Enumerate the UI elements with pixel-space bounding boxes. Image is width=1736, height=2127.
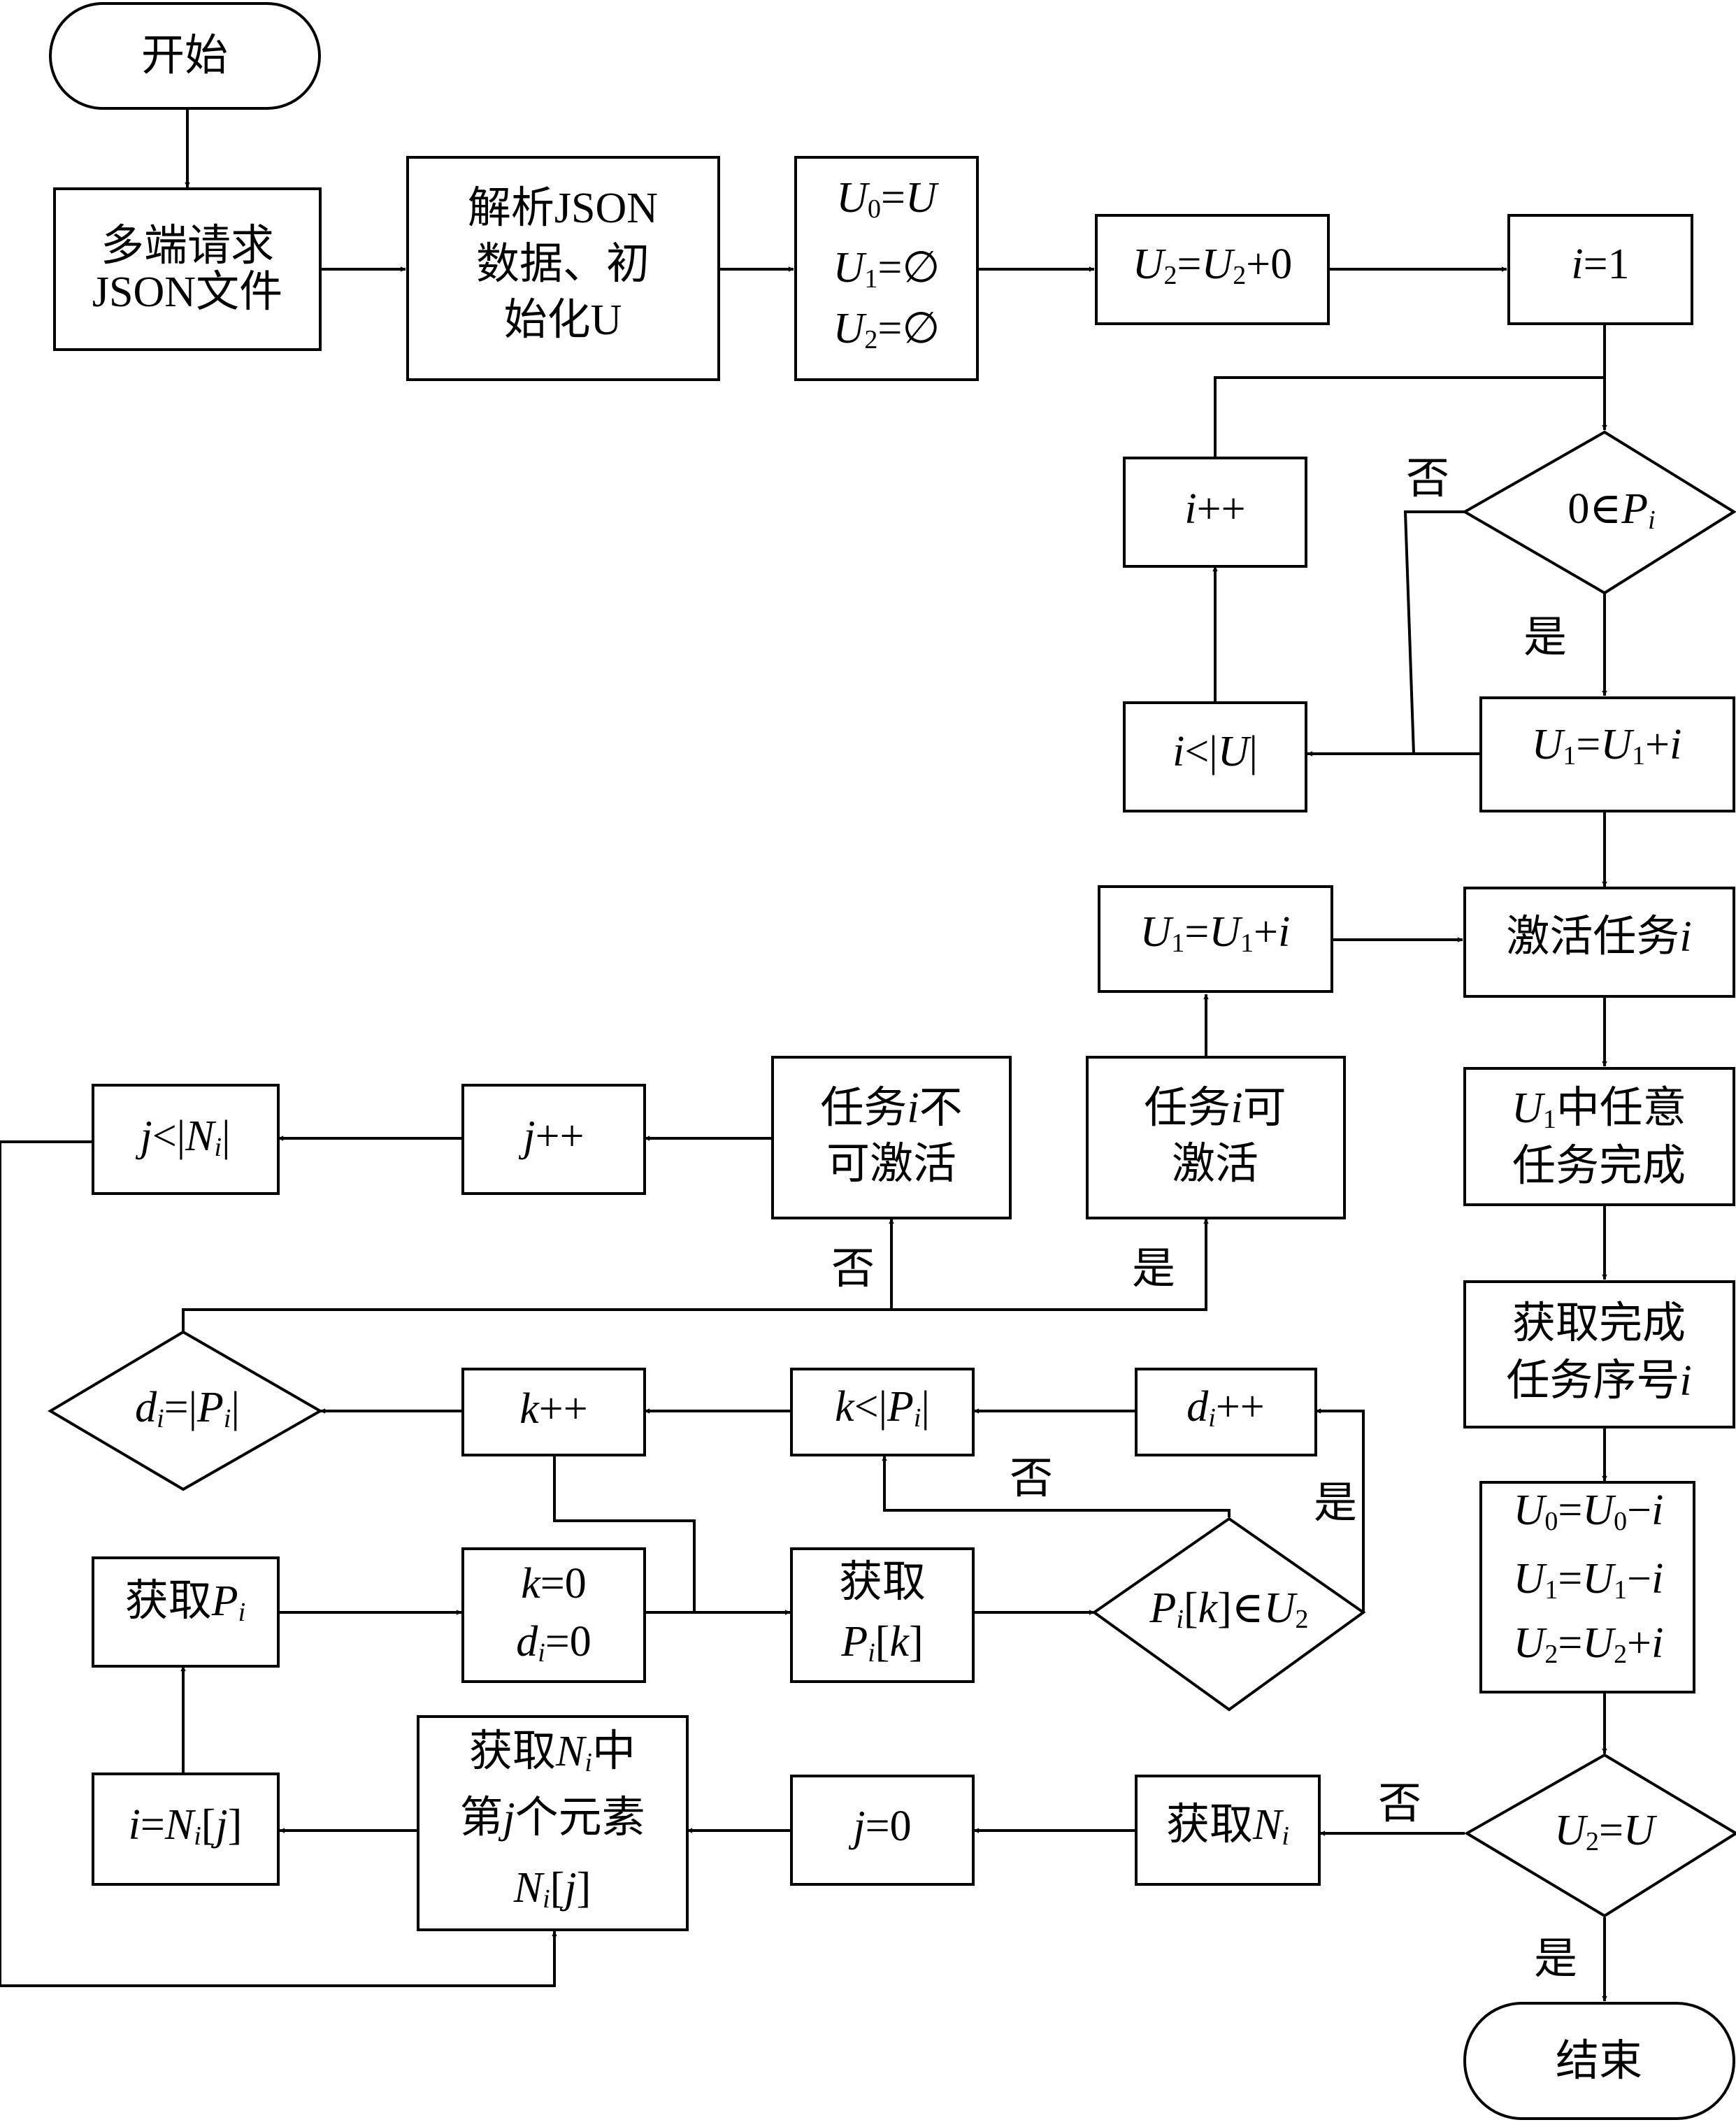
- check-u2-label: U2=U: [1554, 1807, 1658, 1856]
- any-done-line-1: U1中任意: [1512, 1084, 1686, 1134]
- end-node: 结束: [1463, 2002, 1735, 2120]
- check-p-no-label: 否: [1406, 455, 1449, 503]
- check-p-yes-label: 是: [1523, 614, 1567, 661]
- u1-add-mid-label: U1=U1+i: [1140, 908, 1291, 958]
- i-eq-nij-label: i=Ni[j]: [129, 1801, 243, 1851]
- get-nij-node: 获取Ni中 第j个元素 Ni[j]: [417, 1715, 689, 1931]
- i-less-u-label: i<|U|: [1172, 728, 1258, 775]
- get-pik-line-1: 获取: [839, 1559, 926, 1606]
- end-label: 结束: [1556, 2038, 1642, 2085]
- j-less-n-label: j<|Ni|: [136, 1112, 231, 1162]
- activate-node: 激活任务i: [1463, 887, 1735, 998]
- check-u2-no-label: 否: [1378, 1780, 1421, 1828]
- edge-checkpik-yes: [1315, 1408, 1365, 1612]
- check-pik-yes-label: 是: [1314, 1480, 1357, 1527]
- get-done-line-2: 任务序号i: [1506, 1357, 1691, 1405]
- cannot-activate-line-1: 任务i不: [820, 1084, 962, 1132]
- j-inc-node: j++: [461, 1084, 646, 1195]
- edge-checkpik-no: [882, 1455, 1231, 1517]
- edge-jlessn-loop: [0, 1140, 557, 1987]
- u1-add-mid-node: U1=U1+i: [1098, 885, 1333, 993]
- request-node: 多端请求 JSON文件: [53, 187, 322, 351]
- get-nij-line-2: 第j个元素: [459, 1794, 645, 1842]
- u2-init-node: U2=U2+0: [1095, 214, 1330, 325]
- init-sets-line-2: U1=∅: [833, 244, 940, 294]
- k-less-p-node: k<|Pi|: [790, 1368, 975, 1456]
- request-line-2: JSON文件: [92, 268, 282, 316]
- get-pik-line-2: Pi[k]: [840, 1618, 923, 1668]
- k-inc-label: k++: [519, 1385, 587, 1433]
- activate-label: 激活任务i: [1506, 913, 1691, 961]
- j-zero-label: j=0: [848, 1803, 911, 1850]
- k-less-p-label: k<|Pi|: [835, 1383, 930, 1433]
- request-line-1: 多端请求: [101, 222, 274, 270]
- check-d-yes-label: 是: [1132, 1245, 1175, 1293]
- i-init-label: i=1: [1571, 241, 1629, 288]
- start-label: 开始: [141, 32, 228, 80]
- init-sets-line-3: U2=∅: [833, 305, 940, 354]
- nodes: 开始 多端请求 JSON文件 解析JSON 数据、初 始化U U0=U U1=∅…: [48, 2, 1736, 2120]
- get-nij-line-1: 获取Ni中: [469, 1728, 636, 1777]
- i-init-node: i=1: [1507, 214, 1693, 325]
- i-inc-node: i++: [1123, 457, 1307, 568]
- get-ni-label: 获取Ni: [1166, 1801, 1289, 1851]
- k-inc-node: k++: [461, 1368, 646, 1456]
- get-pi-label: 获取Pi: [125, 1577, 245, 1627]
- get-nij-line-3: Ni[j]: [513, 1864, 591, 1914]
- j-less-n-node: j<|Ni|: [92, 1084, 280, 1195]
- check-pik-label: Pi[k]∈U2: [1149, 1584, 1309, 1634]
- check-d-no-label: 否: [831, 1245, 875, 1293]
- edge-iinc-loop: [1214, 376, 1605, 457]
- update-sets-line-2: U1=U1−i: [1514, 1555, 1664, 1605]
- start-node: 开始: [49, 2, 321, 110]
- d-inc-label: di++: [1186, 1383, 1265, 1433]
- update-sets-line-3: U2=U2+i: [1514, 1619, 1664, 1669]
- edge-kinc-getpik: [553, 1456, 696, 1612]
- can-activate-line-2: 激活: [1172, 1140, 1258, 1188]
- edges: [0, 108, 1607, 2002]
- parse-line-3: 始化U: [504, 296, 622, 344]
- get-pi-node: 获取Pi: [92, 1556, 280, 1668]
- edge-checkd-branch: [182, 1218, 1209, 1332]
- check-u2-diamond: U2=U: [1464, 1753, 1736, 1918]
- get-pik-node: 获取 Pi[k]: [790, 1547, 975, 1683]
- u1-add-top-label: U1=U1+i: [1532, 721, 1682, 771]
- u2-init-label: U2=U2+0: [1133, 241, 1293, 290]
- i-eq-nij-node: i=Ni[j]: [92, 1772, 280, 1886]
- parse-line-2: 数据、初: [476, 241, 650, 288]
- any-done-line-2: 任务完成: [1512, 1143, 1686, 1190]
- get-ni-node: 获取Ni: [1135, 1775, 1321, 1886]
- get-done-line-1: 获取完成: [1512, 1300, 1686, 1347]
- cannot-activate-line-2: 可激活: [826, 1140, 956, 1188]
- i-less-u-node: i<|U|: [1123, 701, 1307, 812]
- check-pik-no-label: 否: [1010, 1455, 1053, 1503]
- d-inc-node: di++: [1135, 1368, 1317, 1456]
- can-activate-node: 任务i可 激活: [1086, 1056, 1346, 1219]
- check-u2-yes-label: 是: [1534, 1935, 1577, 1983]
- update-sets-node: U0=U0−i U1=U1−i U2=U2+i: [1479, 1481, 1695, 1693]
- parse-line-1: 解析JSON: [468, 185, 658, 232]
- cannot-activate-node: 任务i不 可激活: [771, 1056, 1012, 1219]
- k-d-zero-line-2: di=0: [516, 1618, 591, 1668]
- check-p-label: 0∈Pi: [1568, 485, 1655, 535]
- k-d-zero-line-1: k=0: [521, 1560, 587, 1607]
- j-zero-node: j=0: [790, 1775, 975, 1886]
- get-done-node: 获取完成 任务序号i: [1463, 1280, 1735, 1428]
- edge-checkp-no: [1403, 510, 1465, 754]
- u1-add-top-node: U1=U1+i: [1479, 696, 1735, 812]
- check-p-diamond: 0∈Pi: [1461, 430, 1736, 595]
- check-pik-diamond: Pi[k]∈U2: [1091, 1517, 1366, 1712]
- init-sets-node: U0=U U1=∅ U2=∅: [794, 156, 979, 381]
- any-done-node: U1中任意 任务完成: [1463, 1067, 1735, 1206]
- update-sets-line-1: U0=U0−i: [1514, 1487, 1664, 1536]
- parse-node: 解析JSON 数据、初 始化U: [406, 156, 720, 381]
- check-d-label: di=|Pi|: [135, 1384, 240, 1433]
- i-inc-label: i++: [1184, 485, 1245, 533]
- j-inc-label: j++: [518, 1112, 584, 1160]
- can-activate-line-1: 任务i可: [1144, 1084, 1286, 1132]
- k-d-zero-node: k=0 di=0: [461, 1547, 646, 1683]
- check-d-diamond: di=|Pi|: [48, 1330, 324, 1491]
- init-sets-line-1: U0=U: [836, 174, 940, 224]
